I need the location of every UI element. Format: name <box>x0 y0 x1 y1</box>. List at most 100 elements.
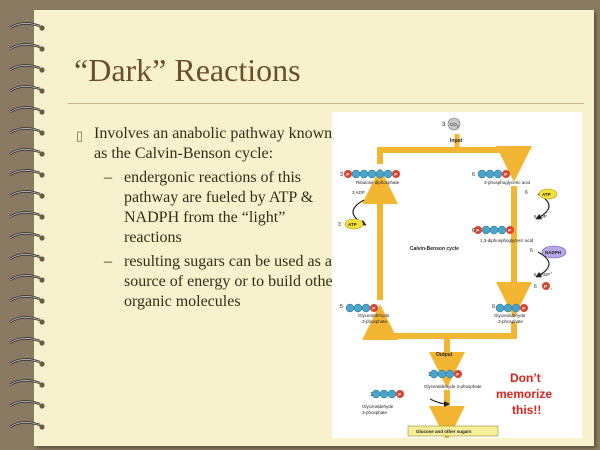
phosphate-ball <box>392 170 400 178</box>
binder-ring <box>9 379 45 388</box>
carbon-ball <box>361 303 371 313</box>
binder-ring <box>9 253 45 262</box>
phosphate-ball <box>344 170 352 178</box>
out2-count: 1 <box>370 392 373 398</box>
co2-molecule: 3 CO2 Input <box>442 117 463 144</box>
svg-text:CO2: CO2 <box>450 122 459 129</box>
pi-letter: P <box>544 284 547 289</box>
binder-ring <box>9 85 45 94</box>
final-product-label: Glucose and other sugars <box>416 429 472 434</box>
carbon-ball <box>371 389 381 399</box>
phosphate-ball <box>502 170 510 178</box>
right-bottom-count: 6 <box>492 304 495 310</box>
phosphate-ball <box>506 226 514 234</box>
nadph-badge <box>541 245 567 259</box>
binder-ring <box>9 22 45 31</box>
binder-ring <box>9 190 45 199</box>
carbon-ball <box>379 389 389 399</box>
note-line-1: Don’t <box>510 371 541 385</box>
atp-badge <box>538 188 558 200</box>
phosphate-ball <box>454 370 462 378</box>
co2-sub: 2 <box>457 125 459 129</box>
slide-page: “Dark” Reactions ▯ Involves an anabolic … <box>34 10 594 446</box>
carbon-ball <box>345 303 355 313</box>
phosphate-letter: P <box>394 172 397 177</box>
carbon-ball <box>351 169 361 179</box>
bullet-main: ▯ Involves an anabolic pathway known as … <box>76 124 338 164</box>
note-line-2: memorize <box>496 387 552 401</box>
carbon-ball <box>477 169 487 179</box>
phosphate-ball <box>370 304 378 312</box>
phosphate-ball <box>396 390 404 398</box>
binder-ring <box>9 400 45 409</box>
sub-bullet-2: – resulting sugars can be used as a sour… <box>76 252 338 312</box>
cycle-label: Calvin-Benson cycle <box>410 246 459 252</box>
phosphate-letter: P <box>456 372 459 377</box>
output-label: Output <box>436 352 453 358</box>
cycle-top-arrow <box>377 146 532 182</box>
co2-label: CO <box>450 122 457 127</box>
binder-ring <box>9 232 45 241</box>
phosphate-letter: P <box>508 228 511 233</box>
carbon-ball <box>383 169 393 179</box>
final-product-box <box>407 425 499 437</box>
left-bottom-count: 5 <box>340 304 343 310</box>
phosphate-ball <box>474 226 482 234</box>
svg-text:6 NADP+: 6 NADP+ <box>534 271 552 277</box>
out-label: Glyceraldehyde 3-phosphate <box>424 384 482 389</box>
carbon-ball <box>353 303 363 313</box>
nadph-label: NADPH <box>545 250 561 255</box>
carbon-ball <box>503 303 513 313</box>
pga-count: 6 <box>472 172 475 178</box>
binder-ring <box>9 316 45 325</box>
atp-count: 6 <box>525 190 528 196</box>
carbon-ball <box>437 369 447 379</box>
atp3-label: ATP <box>348 222 357 227</box>
diphos-label: 1,3-diphosphoglyceric acid <box>480 238 534 243</box>
note-line-3: this!! <box>512 403 541 417</box>
binder-ring <box>9 64 45 73</box>
carbon-ball <box>495 303 505 313</box>
sub-bullet-1: – endergonic reactions of this pathway a… <box>76 168 338 248</box>
output-side-arrow <box>429 398 450 407</box>
atp3-count: 3 <box>338 222 341 228</box>
co2-count: 3 <box>442 122 446 128</box>
phosphate-ball <box>520 304 528 312</box>
binder-ring <box>9 337 45 346</box>
left-bottom-label-2: 3-phosphate <box>362 319 388 324</box>
binder-ring <box>9 148 45 157</box>
input-label: Input <box>450 138 463 144</box>
ribulose-count: 3 <box>340 172 343 178</box>
pga-label: 3-phosphoglyceric acid <box>484 180 531 185</box>
left-bottom-label-1: Glyceraldehyde <box>358 313 390 318</box>
out2-label-2: 3-phosphate <box>362 410 388 415</box>
binder-ring <box>9 211 45 220</box>
dash-marker: – <box>104 169 112 186</box>
cycle-bottom-arrow <box>362 304 517 340</box>
carbon-ball <box>359 169 369 179</box>
phosphate-letter: P <box>476 228 479 233</box>
binder-ring <box>9 106 45 115</box>
dash-marker: – <box>104 253 112 270</box>
phosphate-letter: P <box>346 172 349 177</box>
pi-count: 6 <box>534 284 537 290</box>
nadp-label: 6 NADP <box>534 272 550 277</box>
carbon-ball <box>445 369 455 379</box>
carbon-ball <box>511 303 521 313</box>
carbon-ball <box>375 169 385 179</box>
carbon-ball <box>489 225 499 235</box>
out-count: 1 <box>428 372 431 378</box>
carbon-ball <box>485 169 495 179</box>
carbon-ball <box>367 169 377 179</box>
binder-ring <box>9 358 45 367</box>
phosphate-letter: P <box>398 392 401 397</box>
adp3-label: 3 ADP <box>352 190 365 195</box>
carbon-ball <box>387 389 397 399</box>
binder-ring <box>9 421 45 430</box>
binder-ring <box>9 295 45 304</box>
right-bottom-label-1: Glyceraldehyde <box>494 313 526 318</box>
diphos-count: 6 <box>472 228 475 234</box>
binder-ring <box>9 274 45 283</box>
